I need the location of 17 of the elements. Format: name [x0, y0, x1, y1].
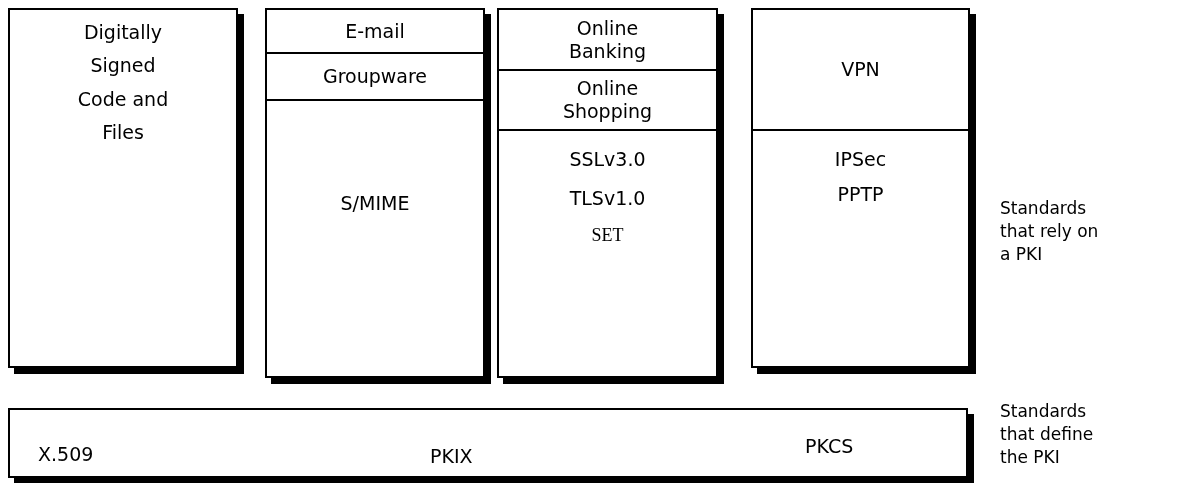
layer-caption: Standards that rely on a PKI	[1000, 197, 1100, 266]
standard-name: E-mail	[345, 18, 405, 44]
layer-caption: Standards that define the PKI	[1000, 400, 1095, 469]
standard-name: Groupware	[322, 64, 428, 89]
standard-name: Online Banking	[567, 16, 648, 63]
standard-name: TLSv1.0	[569, 185, 646, 211]
standard-name: IPSec	[834, 147, 887, 172]
standard-name: Online Shopping	[561, 77, 654, 123]
standard-name: PPTP	[837, 181, 884, 207]
standard-name: PKCS	[805, 434, 854, 459]
standard-name: Digitally Signed Code and Files	[76, 20, 170, 145]
standard-name: X.509	[38, 442, 94, 467]
standard-name: S/MIME	[340, 191, 410, 216]
standard-name: PKIX	[430, 444, 473, 469]
standard-name: VPN	[841, 57, 880, 82]
standard-name: SET	[591, 224, 624, 248]
standard-name: SSLv3.0	[569, 147, 646, 172]
